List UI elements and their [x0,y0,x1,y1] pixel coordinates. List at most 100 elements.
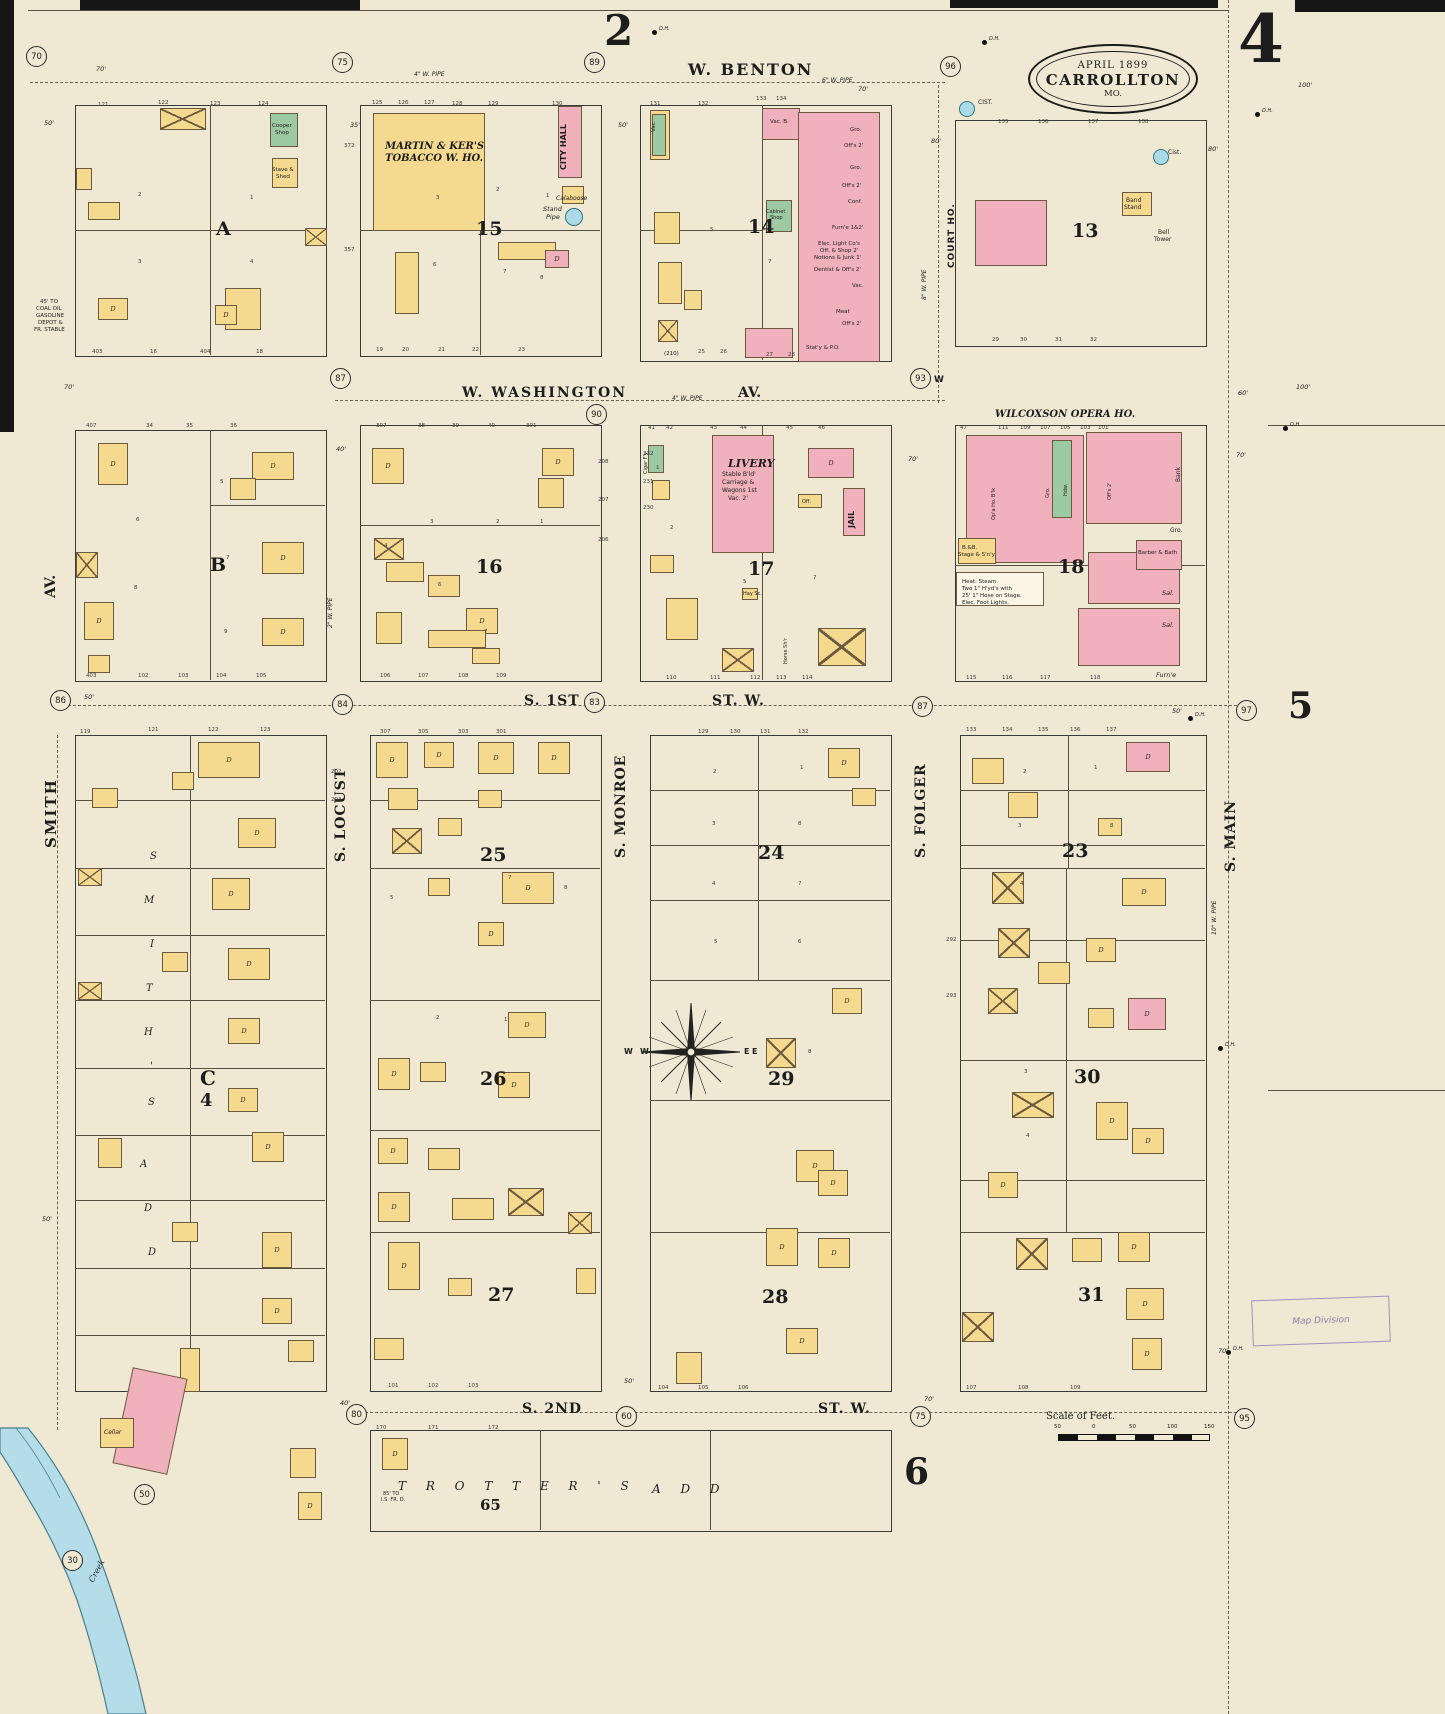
building-label: D [493,754,499,762]
tiny-number: 232 [643,451,654,457]
tiny-number: 131 [650,101,661,107]
tiny-number: 105 [1060,425,1071,431]
lot-line [370,1130,600,1131]
tiny-number: 129 [698,729,709,735]
circled-number: 97 [1236,700,1257,721]
map-label: Off's 2' [844,143,864,149]
tiny-number: 230 [643,505,654,511]
tiny-number: 25 [698,349,705,355]
building [1122,192,1152,216]
tiny-number: 44 [740,425,747,431]
tiny-number: 6 [136,517,140,523]
tiny-number: 3 [430,519,434,525]
lot-line [650,845,890,846]
building [428,575,460,597]
tiny-number: 35 [186,423,193,429]
map-label: Meat [836,309,850,315]
tiny-number: 106 [738,1385,749,1391]
tiny-number: 18 [256,349,263,355]
sheet-number: 6 [904,1451,930,1493]
cistern-icon [1153,149,1169,165]
building: D [382,1438,408,1470]
tiny-number: 403 [92,349,103,355]
building: D [1126,1288,1164,1320]
tiny-number: 292 [946,937,957,943]
tiny-number: 206 [598,537,609,543]
tiny-number: 301 [526,423,537,429]
building: D [766,1228,798,1266]
tiny-number: 32 [1090,337,1097,343]
building-label: D [226,756,232,764]
tiny-number: 118 [1090,675,1101,681]
scale-bar [1058,1434,1210,1441]
map-label: Gro. [1170,527,1183,534]
map-label: S. LOCUST [333,767,349,862]
tiny-number: 38 [418,423,425,429]
tiny-number: 102 [138,673,149,679]
lot-line [480,230,481,355]
building [1072,1238,1102,1262]
scale-tick: 50 [1129,1424,1136,1430]
compass-east-label: E [752,1047,758,1056]
tiny-number: 7 [813,575,817,581]
tiny-number: 16 [150,349,157,355]
compass-rose-icon [641,1002,741,1102]
edge-bar [80,0,360,10]
lot-line [210,430,211,680]
dashed-line [938,85,939,403]
lot-line [75,1200,325,1201]
tiny-number: 103 [468,1383,479,1389]
map-label: 100' [1296,383,1311,391]
map-label: 4" W. PIPE [414,71,445,78]
tiny-number: 34 [146,423,153,429]
tiny-number: 102 [428,1383,439,1389]
block-label: 65 [480,1496,501,1514]
lot-line [650,900,890,901]
map-label: Bell [1158,229,1170,236]
map-label: 70' [908,455,919,463]
tiny-number: 40 [488,423,495,429]
tiny-number: 2 [670,525,674,531]
circled-number: 87 [330,368,351,389]
block-label: 25 [480,844,507,866]
map-label: Sal. [1162,589,1174,597]
block-label: A [216,218,231,240]
block-outline [360,425,602,682]
block-label: B [210,554,227,576]
tiny-number: 23 [518,347,525,353]
building-label: D [488,930,494,938]
tiny-number: 3 [138,259,142,265]
tiny-number: 132 [798,729,809,735]
block-outline [960,735,1207,1392]
cistern-icon [959,101,975,117]
lot-line [370,1000,600,1001]
lot-line [960,868,1205,869]
building: D [424,742,454,768]
map-label: CIST. [978,99,993,106]
building-label: D [1145,1137,1151,1145]
building [88,655,110,673]
tiny-number: 137 [1106,727,1117,733]
tiny-number: 404 [200,349,211,355]
tiny-number: 31 [1055,337,1062,343]
building [818,628,866,666]
map-label: COURT HO. [947,203,957,268]
scale-tick: 150 [1204,1424,1215,1430]
map-label: Notions & Junk 1' [814,255,862,261]
building: D [1128,998,1166,1030]
lot-line [75,1000,325,1001]
building [576,1268,596,1294]
dashed-line [1228,0,1229,1714]
hydrant-dot [1226,1350,1231,1355]
building [988,988,1018,1014]
building: D [498,1072,530,1098]
tiny-number: 1 [540,519,544,525]
building [652,114,666,156]
map-label: Cist. [1168,149,1182,156]
map-label: 25' 1" Hose on Stage. [962,593,1022,599]
tiny-number: 8 [540,275,544,281]
edge-bar [1295,0,1445,12]
tiny-number: 3 [1018,823,1022,829]
map-label: A [140,1159,148,1170]
building: D [262,618,304,646]
